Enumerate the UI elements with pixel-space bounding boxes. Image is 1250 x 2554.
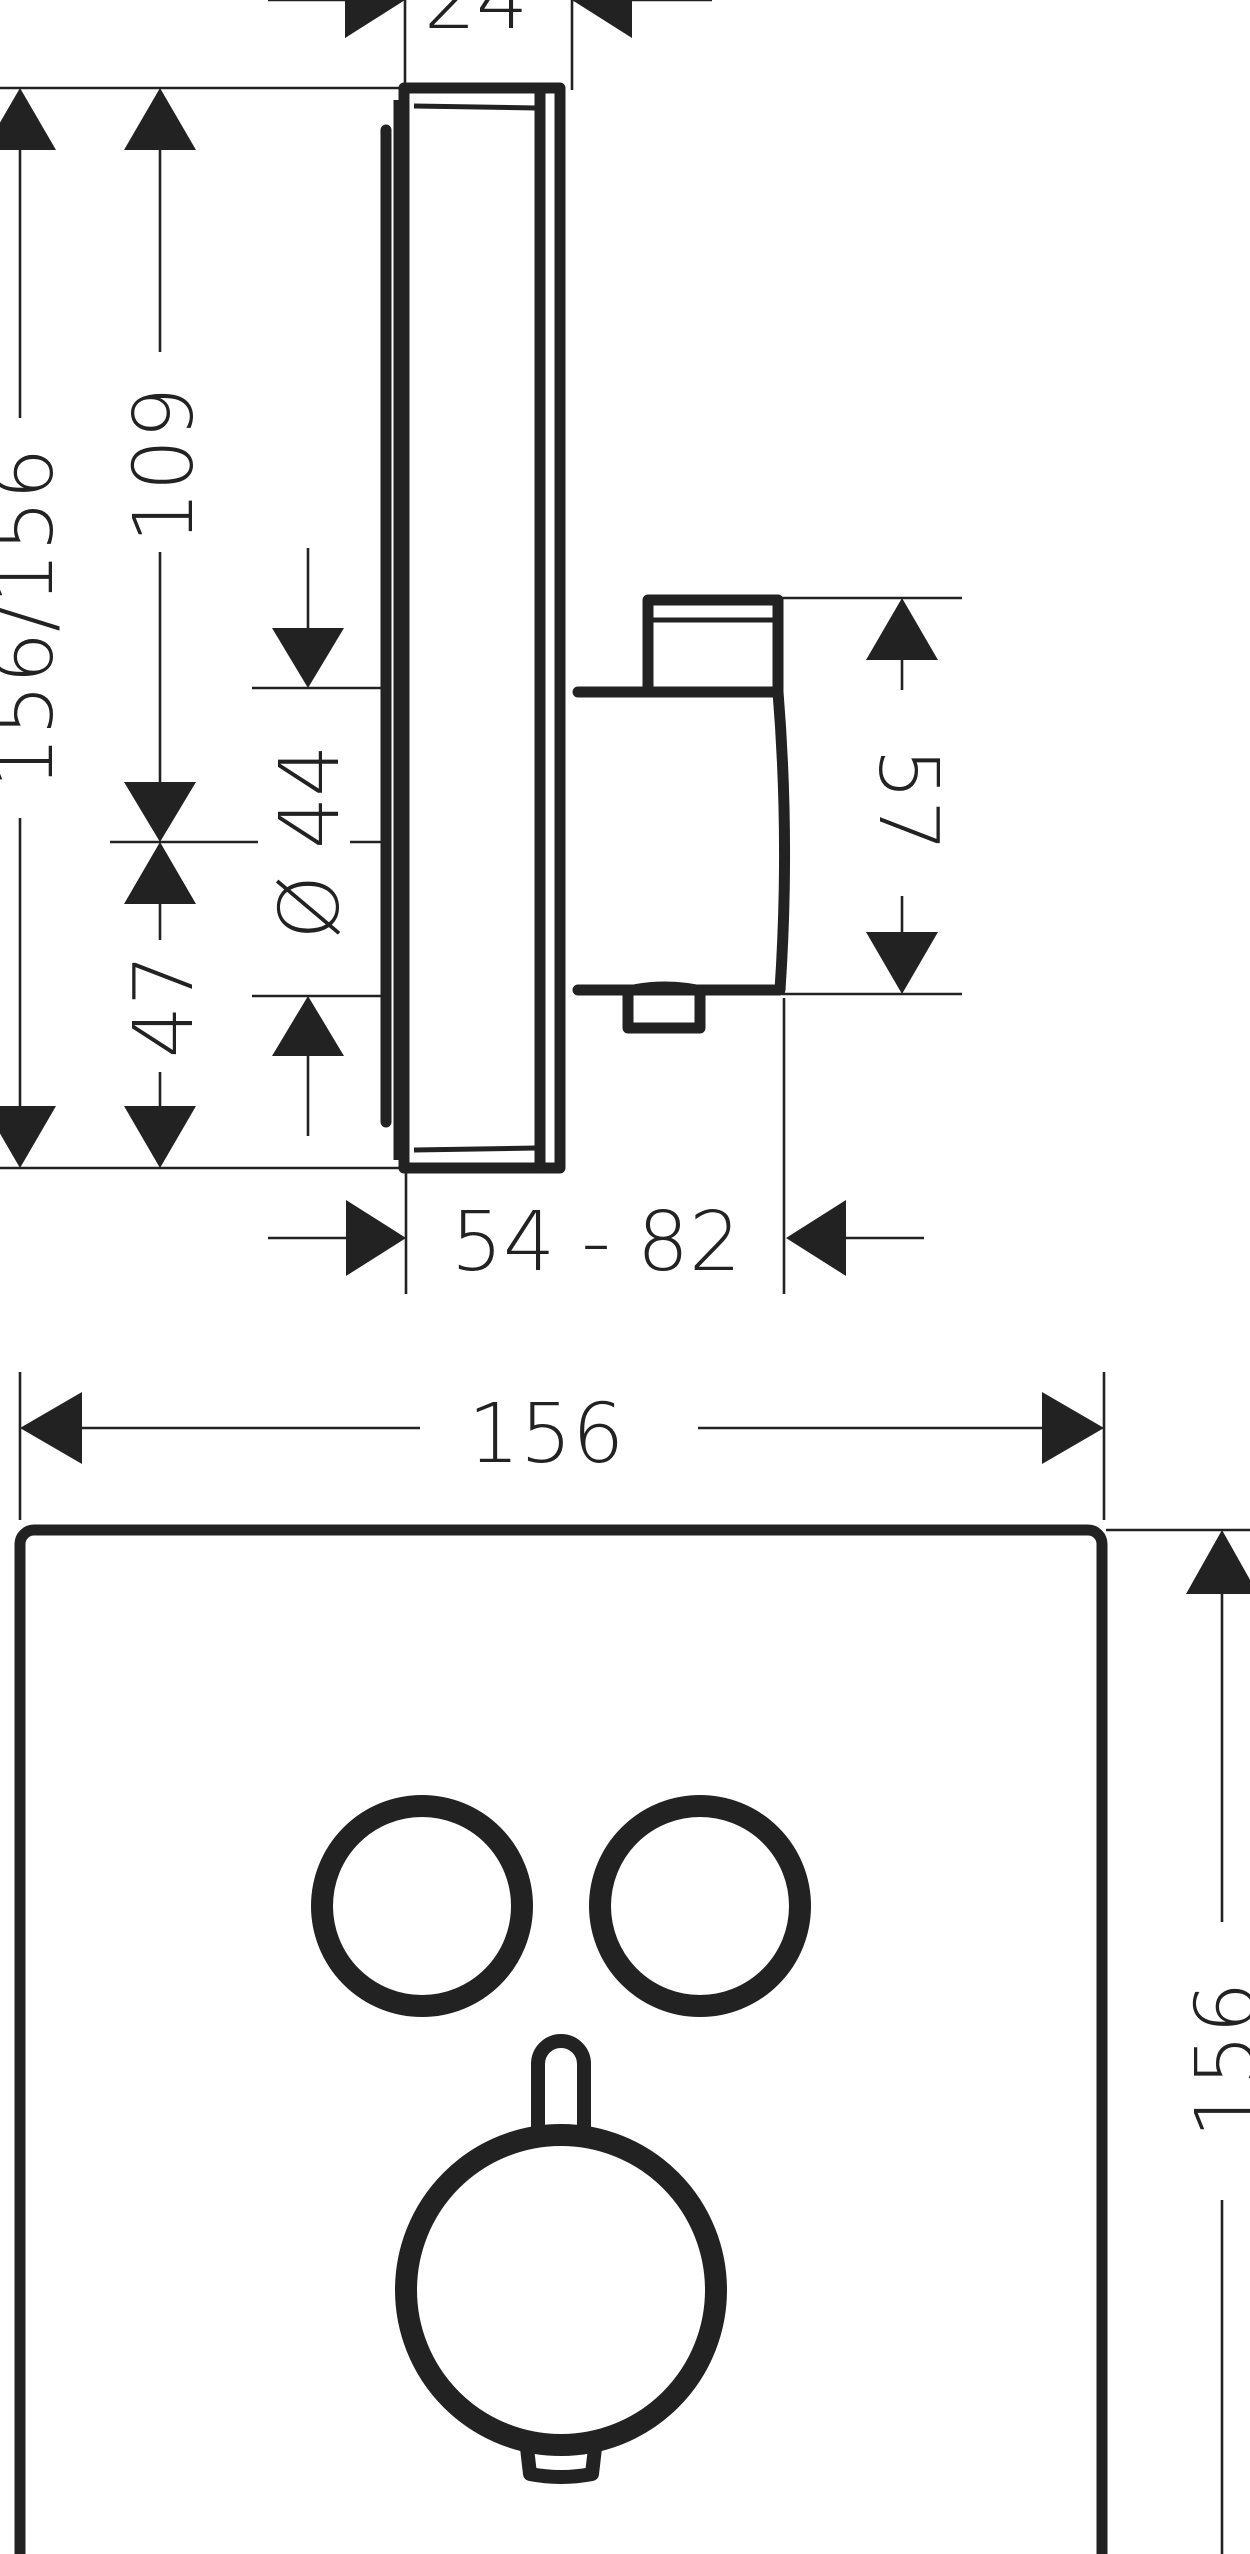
front-cover-plate xyxy=(14,1524,1108,2554)
side-view: 24 Ø 44 xyxy=(0,0,962,1294)
dim-knob-height: 57 xyxy=(780,596,962,996)
dim-front-width: 156 xyxy=(18,1372,1106,1520)
thermostat-knob[interactable] xyxy=(395,2034,727,2484)
dim-label-upper: 109 xyxy=(117,387,212,544)
front-view: 156 156 xyxy=(14,1372,1250,2554)
dim-front-height: 156 xyxy=(1106,1528,1250,2554)
cover-plate-side xyxy=(380,82,566,1174)
push-button-right[interactable] xyxy=(589,1795,811,2017)
knob-side xyxy=(572,594,791,1034)
dim-depth-range: 54 - 82 xyxy=(268,998,924,1294)
dim-diameter: Ø 44 xyxy=(252,548,386,1136)
dim-label-front-width: 156 xyxy=(468,1387,625,1482)
dim-depth-top: 24 xyxy=(268,0,712,90)
dim-total-height: 156/156 xyxy=(0,88,72,1168)
dim-label-depth-range: 54 - 82 xyxy=(451,1195,741,1290)
dim-label-lower: 47 xyxy=(117,954,212,1058)
dim-label-depth-top: 24 xyxy=(424,0,528,48)
dim-label-knob-height: 57 xyxy=(860,748,955,852)
dim-label-diameter: Ø 44 xyxy=(263,745,358,940)
push-button-left[interactable] xyxy=(311,1795,533,2017)
dim-label-total-height: 156/156 xyxy=(0,448,72,789)
dim-upper-lower: 109 47 xyxy=(0,86,404,1170)
dim-label-front-height: 156 xyxy=(1179,1982,1250,2139)
